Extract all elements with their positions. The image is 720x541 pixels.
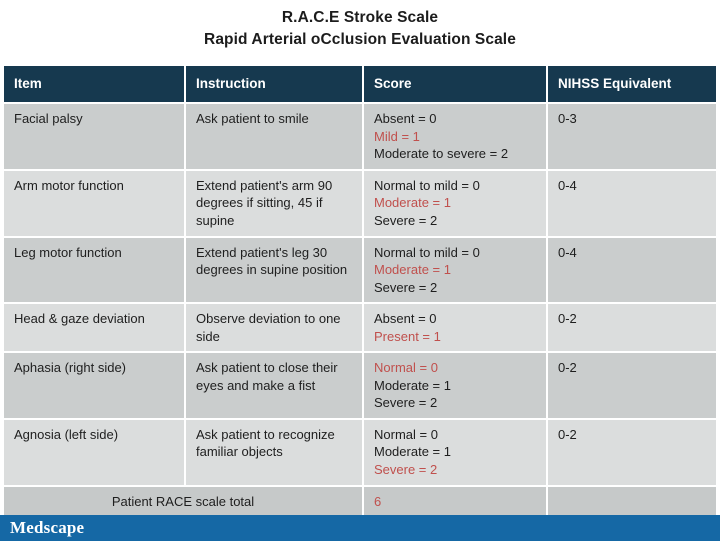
score-line: Absent = 0 xyxy=(374,311,437,327)
instruction-cell: Extend patient's leg 30 degrees in supin… xyxy=(186,237,362,303)
score-line: Severe = 2 xyxy=(374,461,438,477)
score-line: Moderate = 1 xyxy=(374,444,451,460)
page-title: R.A.C.E Stroke Scale Rapid Arterial oCcl… xyxy=(0,0,720,51)
score-line: Moderate to severe = 2 xyxy=(374,146,509,162)
score-line: Present = 1 xyxy=(374,328,441,344)
total-nihss-cell xyxy=(548,486,716,517)
column-header-score: Score xyxy=(364,66,546,103)
instruction-cell: Ask patient to smile xyxy=(186,104,362,169)
score-line: Normal = 0 xyxy=(374,360,438,376)
nihss-cell: 0-2 xyxy=(548,353,716,418)
column-header-nihss: NIHSS Equivalent xyxy=(548,66,716,103)
instruction-cell: Ask patient to close their eyes and make… xyxy=(186,353,362,418)
score-line: Severe = 2 xyxy=(374,212,438,228)
total-score-cell: 6 xyxy=(364,486,546,517)
instruction-cell: Observe deviation to one side xyxy=(186,304,362,352)
score-line: Normal to mild = 0 xyxy=(374,244,480,260)
total-label-cell: Patient RACE scale total xyxy=(4,486,362,517)
item-cell: Arm motor function xyxy=(4,170,184,236)
score-line: Absent = 0 xyxy=(374,111,437,127)
nihss-cell: 0-2 xyxy=(548,304,716,352)
item-cell: Leg motor function xyxy=(4,237,184,303)
nihss-cell: 0-4 xyxy=(548,237,716,303)
score-line: Severe = 2 xyxy=(374,279,438,295)
column-header-instruction: Instruction xyxy=(186,66,362,103)
score-line: Moderate = 1 xyxy=(374,195,451,211)
column-header-item: Item xyxy=(4,66,184,103)
item-cell: Aphasia (right side) xyxy=(4,353,184,418)
item-cell: Facial palsy xyxy=(4,104,184,169)
score-line: Normal to mild = 0 xyxy=(374,177,480,193)
nihss-cell: 0-2 xyxy=(548,419,716,485)
title-line1: R.A.C.E Stroke Scale xyxy=(281,9,439,26)
nihss-cell: 0-3 xyxy=(548,104,716,169)
item-cell: Head & gaze deviation xyxy=(4,304,184,352)
score-line: Severe = 2 xyxy=(374,395,438,411)
score-line: Normal = 0 xyxy=(374,426,438,442)
nihss-cell: 0-4 xyxy=(548,170,716,236)
instruction-cell: Ask patient to recognize familiar object… xyxy=(186,419,362,485)
title-line2: Rapid Arterial oCclusion Evaluation Scal… xyxy=(204,31,516,48)
score-line: Mild = 1 xyxy=(374,128,420,144)
footer-bar: Medscape xyxy=(0,515,720,541)
item-cell: Agnosia (left side) xyxy=(4,419,184,485)
medscape-logo: Medscape xyxy=(10,518,85,537)
score-line: Moderate = 1 xyxy=(374,377,451,393)
instruction-cell: Extend patient's arm 90 degrees if sitti… xyxy=(186,170,362,236)
score-line: Moderate = 1 xyxy=(374,262,451,278)
